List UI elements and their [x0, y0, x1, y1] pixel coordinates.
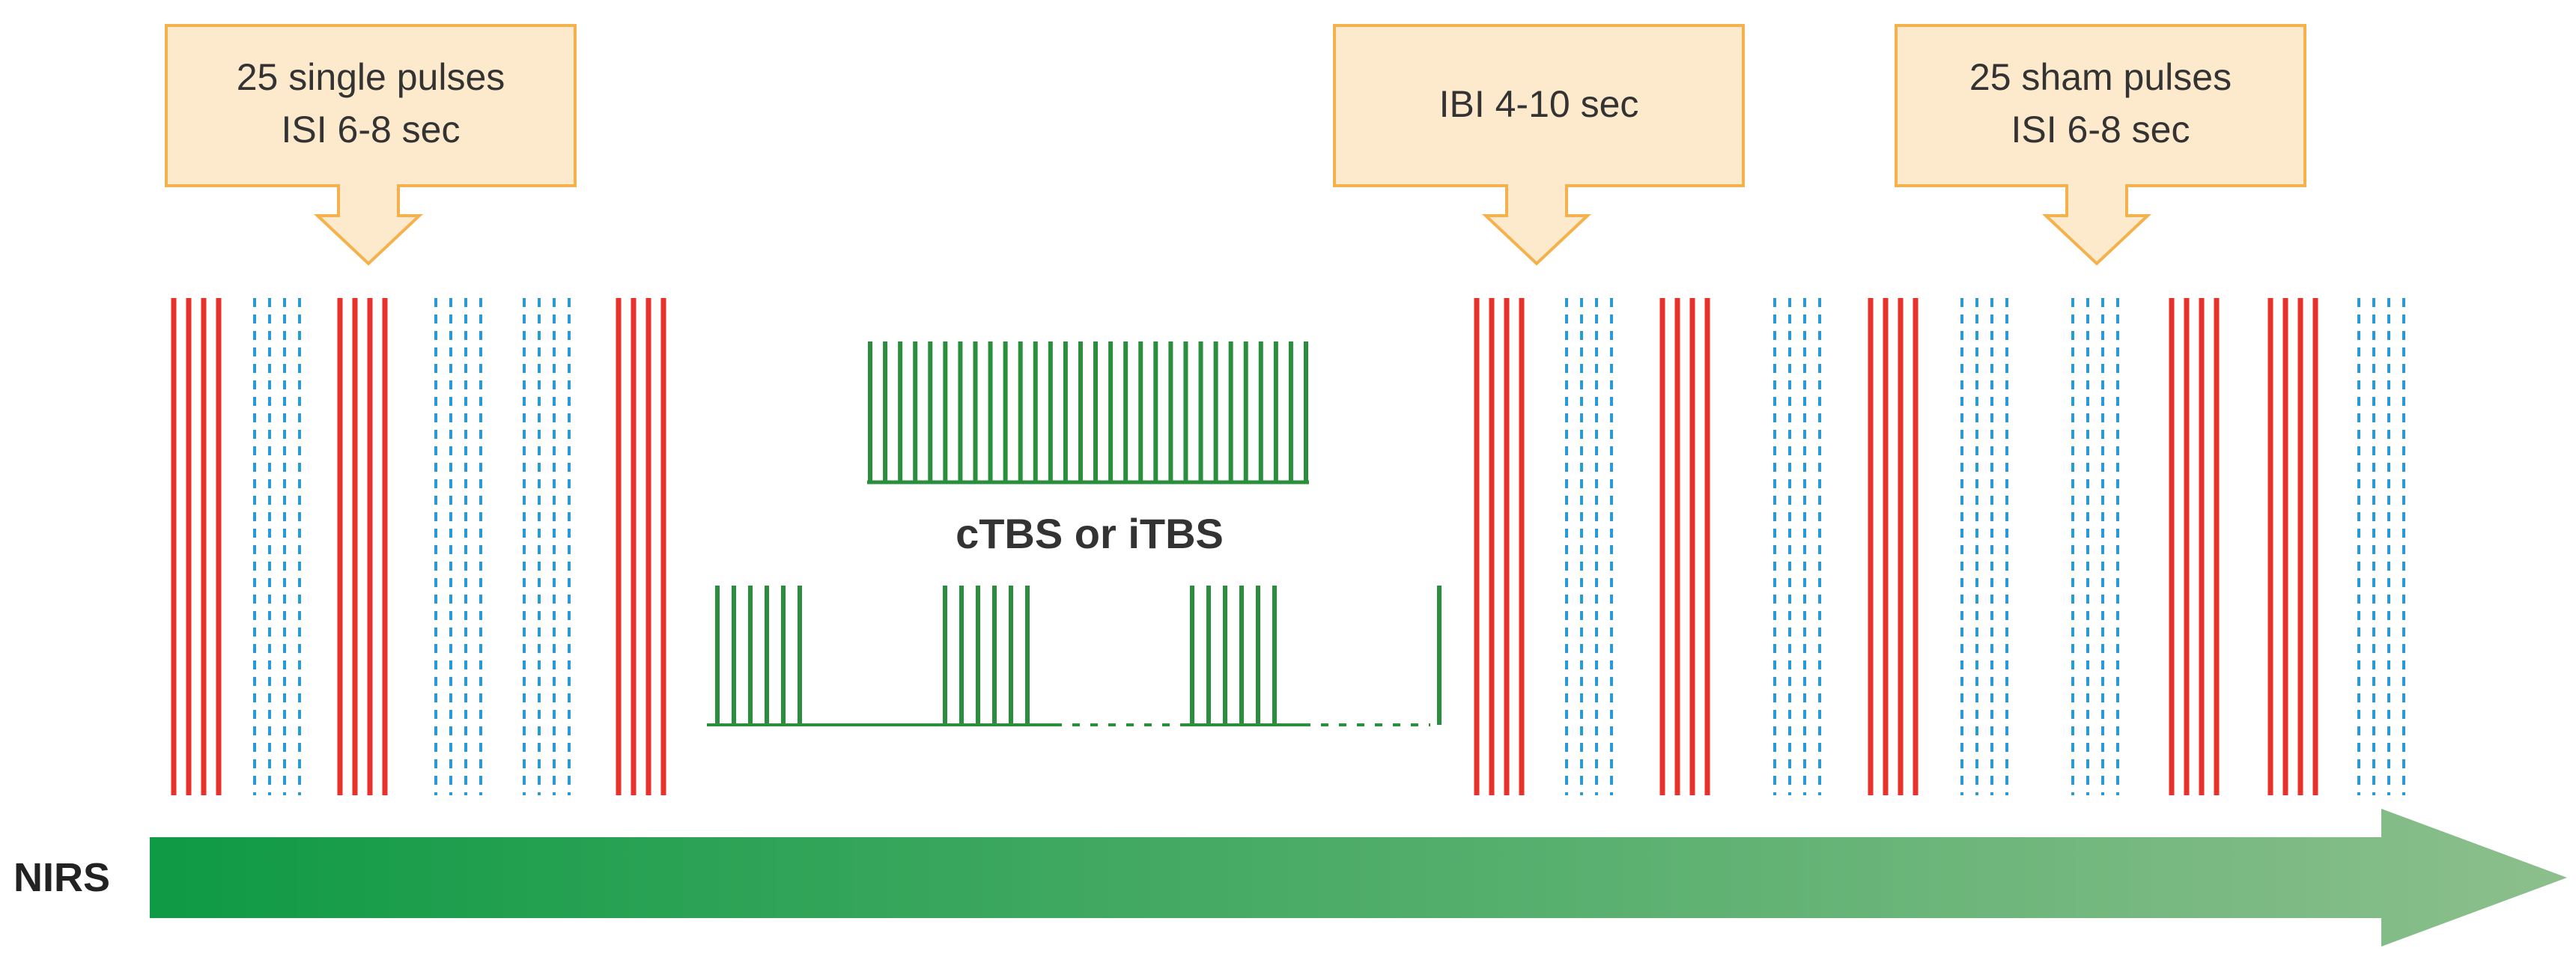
nirs-timeline: NIRS — [13, 809, 2567, 947]
tbs-label: cTBS or iTBS — [956, 510, 1224, 557]
real-pulse-group — [1868, 298, 1919, 795]
down-arrow-callout-icon — [1333, 24, 1745, 266]
callout-ibi: IBI 4-10 sec — [1333, 24, 1745, 266]
callout-single-pulses: 25 single pulses ISI 6-8 sec — [165, 24, 577, 266]
itbs-pulse-train — [707, 586, 1442, 726]
pulse-sequence-pre — [171, 298, 666, 795]
pulse-sequence-post — [1474, 298, 2405, 795]
real-pulse-group — [616, 298, 666, 795]
sham-pulse-group — [2071, 298, 2119, 795]
sham-pulse-group — [523, 298, 571, 795]
itbs-burst — [715, 586, 802, 725]
callout-sham-pulses-line1: 25 sham pulses — [1969, 56, 2232, 98]
sham-pulse-group — [434, 298, 482, 795]
down-arrow-callout-icon — [165, 24, 577, 266]
real-pulse-group — [171, 298, 222, 795]
callout-single-pulses-line2: ISI 6-8 sec — [282, 109, 461, 151]
itbs-burst — [943, 586, 1030, 725]
sham-pulse-group — [1773, 298, 1821, 795]
real-pulse-group — [1659, 298, 1710, 795]
real-pulse-group — [2169, 298, 2220, 795]
sham-pulse-group — [1565, 298, 1613, 795]
sham-pulse-group — [253, 298, 301, 795]
real-pulse-group — [2267, 298, 2318, 795]
ctbs-pulse-train — [867, 341, 1309, 484]
nirs-label: NIRS — [13, 855, 110, 900]
callout-single-pulses-line1: 25 single pulses — [237, 56, 505, 98]
down-arrow-callout-icon — [1895, 24, 2306, 266]
real-pulse-group — [337, 298, 388, 795]
sham-pulse-group — [2357, 298, 2405, 795]
real-pulse-group — [1474, 298, 1525, 795]
right-arrow-icon — [150, 809, 2567, 947]
itbs-burst — [1190, 586, 1277, 725]
callout-sham-pulses: 25 sham pulses ISI 6-8 sec — [1895, 24, 2306, 266]
callout-ibi-line1: IBI 4-10 sec — [1439, 83, 1639, 125]
callout-sham-pulses-line2: ISI 6-8 sec — [2011, 109, 2190, 151]
sham-pulse-group — [1960, 298, 2008, 795]
